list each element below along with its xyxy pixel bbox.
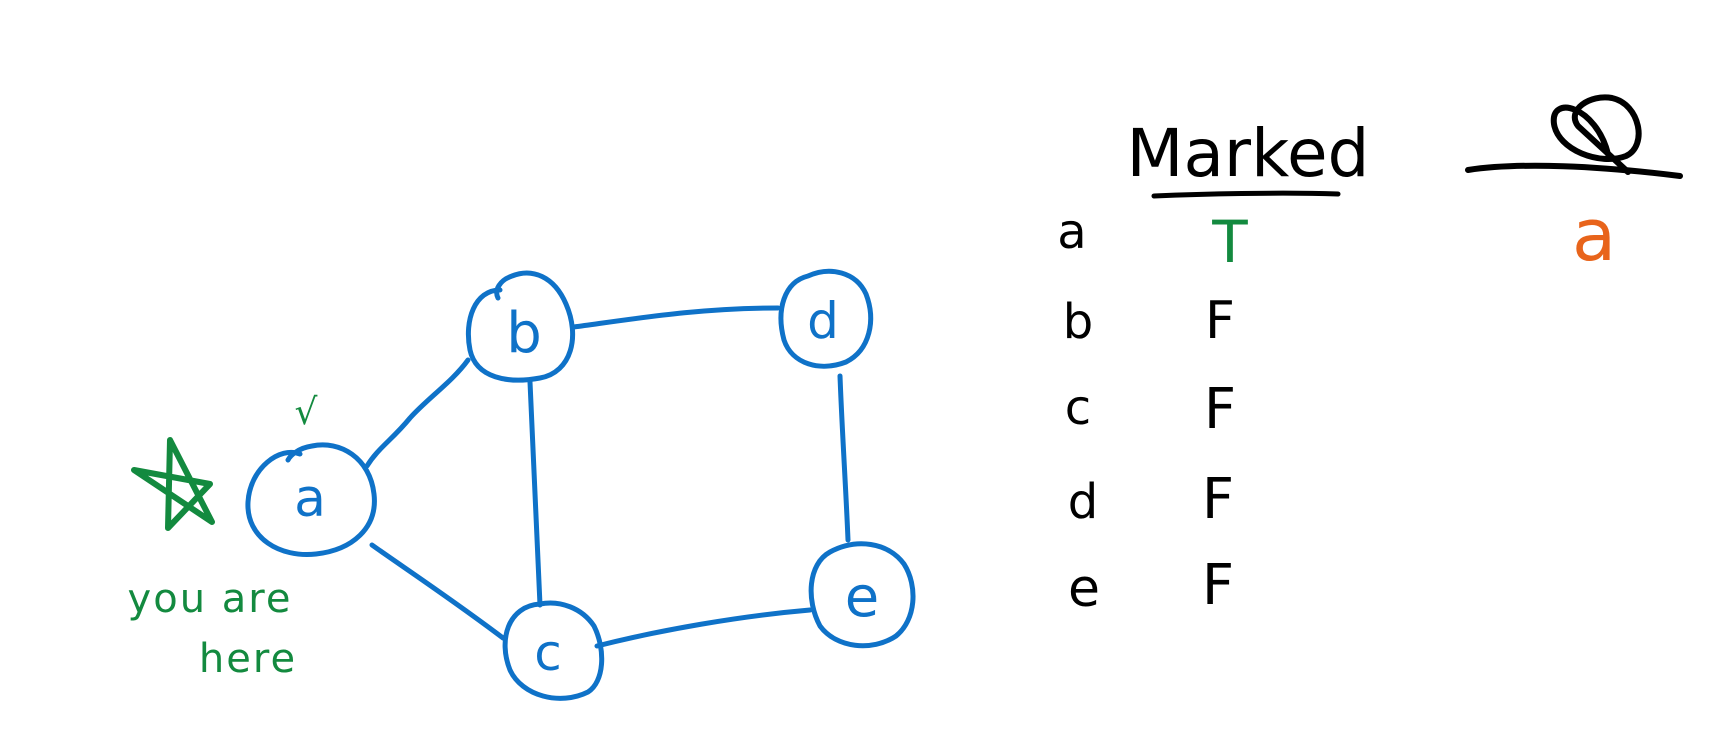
graph-edges	[364, 305, 851, 649]
edge-c-e	[594, 607, 813, 649]
edge-d-e	[837, 373, 851, 543]
you-are-here-annotation: √ you are here	[128, 392, 318, 682]
node-a[interactable]: a	[245, 442, 377, 557]
marked-row-e-value: F	[1202, 553, 1234, 618]
you-are-here-line-2: here	[199, 636, 297, 682]
node-c[interactable]: c	[502, 600, 605, 701]
marked-row-d-value: F	[1202, 467, 1234, 532]
marked-row-e-vertex: e	[1068, 559, 1100, 619]
queue-item-a: a	[1572, 193, 1616, 277]
marked-row-a-value: T	[1211, 208, 1248, 276]
visited-check-mark: √	[295, 392, 318, 433]
marked-row-a-vertex: a	[1057, 204, 1086, 260]
node-c-label: c	[534, 624, 562, 682]
marked-row-b-value: F	[1205, 291, 1235, 351]
marked-header: Marked	[1127, 115, 1370, 192]
edge-b-c	[527, 379, 543, 608]
node-d[interactable]: d	[778, 268, 874, 369]
queue-header-line	[1465, 162, 1683, 179]
marked-header-underline	[1151, 190, 1341, 199]
marked-row-b-vertex: b	[1063, 294, 1093, 350]
node-b[interactable]: b	[465, 270, 576, 383]
edge-a-c	[369, 542, 506, 641]
edge-a-b	[364, 357, 471, 469]
marked-row-c-value: F	[1204, 377, 1236, 442]
queue: a	[1465, 94, 1683, 277]
graph-nodes: a b c d e	[245, 268, 916, 701]
star-icon	[131, 437, 215, 531]
marked-table: Marked a T b F c F d F e F	[1057, 115, 1369, 619]
node-b-label: b	[506, 301, 542, 366]
marked-row-d-vertex: d	[1068, 474, 1098, 530]
node-e-label: e	[845, 565, 879, 630]
node-a-label: a	[294, 469, 326, 529]
you-are-here-line-1: you are	[128, 576, 293, 622]
node-e[interactable]: e	[808, 541, 916, 649]
node-d-label: d	[807, 292, 839, 350]
queue-symbol-icon	[1550, 94, 1642, 175]
marked-row-c-vertex: c	[1065, 380, 1091, 436]
edge-b-d	[571, 305, 781, 330]
